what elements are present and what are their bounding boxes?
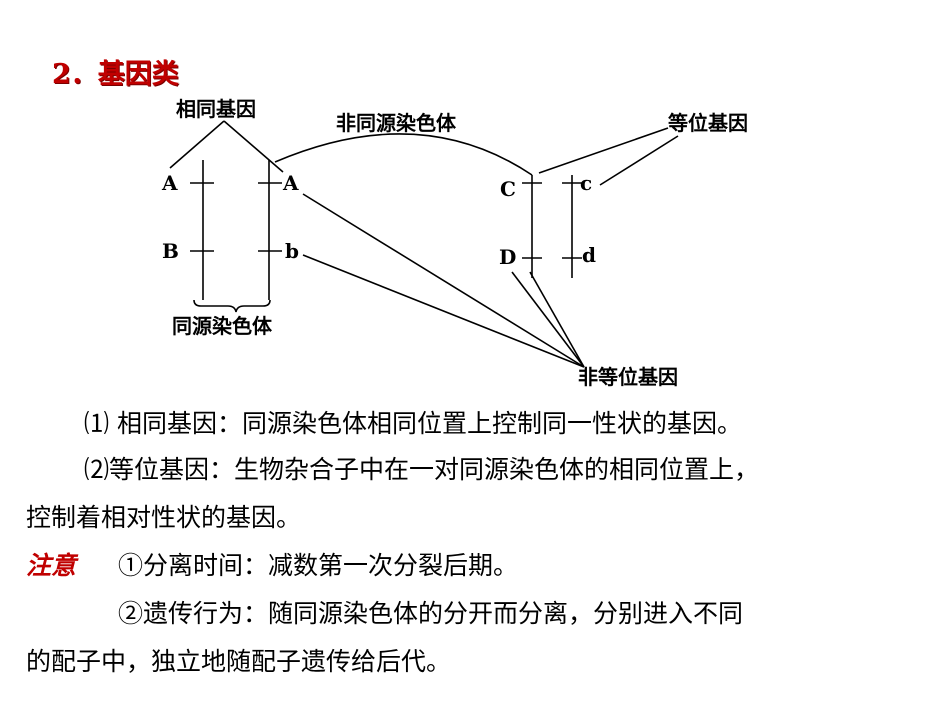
text-same-genes: ⑴ 相同基因：同源染色体相同位置上控制同一性状的基因。 (84, 409, 742, 438)
label-alleles: 等位基因 (668, 111, 748, 135)
pointer-allele-C (538, 127, 669, 174)
gene-c-right: c (580, 171, 592, 195)
text-alleles-line1: ⑵等位基因：生物杂合子中在一对同源染色体的相同位置上， (84, 455, 760, 484)
brace-homologous (193, 299, 271, 313)
label-nonalleles: 非等位基因 (578, 365, 678, 389)
gene-d-right: d (582, 243, 596, 267)
label-nonhomologous: 非同源染色体 (336, 111, 457, 135)
gene-B-left: B (162, 239, 179, 263)
pointer-nonallele-D (511, 271, 585, 368)
arc-nonhomologous (274, 133, 533, 176)
paragraph-alleles-line1: ⑵等位基因：生物杂合子中在一对同源染色体的相同位置上， (26, 446, 759, 494)
gene-b-right: b (285, 239, 299, 263)
gene-A-right: A (282, 171, 299, 195)
label-same-genes: 相同基因 (176, 97, 256, 121)
note-line-3: 的配子中，独立地随配子遗传给后代。 (26, 638, 451, 686)
note-label: 注意 (26, 551, 77, 580)
note-genetic-behavior-line1: ②遗传行为：随同源染色体的分开而分离，分别进入不同 (118, 599, 744, 628)
text-alleles-line2: 控制着相对性状的基因。 (26, 503, 302, 532)
note-separation-time: ①分离时间：减数第一次分裂后期。 (118, 551, 519, 580)
paragraph-alleles-line2: 控制着相对性状的基因。 (26, 494, 301, 542)
pointer-nonallele-d (529, 271, 585, 368)
note-line-1: 注意 ①分离时间：减数第一次分裂后期。 (26, 542, 518, 590)
gene-diagram: A A B b C c D d 相同基因 非同源染色体 等位基因 同源染色体 非… (161, 97, 748, 389)
note-line-2: ②遗传行为：随同源染色体的分开而分离，分别进入不同 (26, 590, 743, 638)
pointer-allele-c (599, 135, 679, 186)
pointer-same-left (169, 120, 225, 169)
note-genetic-behavior-line2: 的配子中，独立地随配子遗传给后代。 (26, 647, 452, 676)
pointer-nonallele-A (302, 193, 585, 368)
section-title: 2．基因类 (52, 59, 179, 90)
gene-D-left: D (499, 245, 516, 269)
pointer-same-right (223, 120, 284, 173)
paragraph-same-genes: ⑴ 相同基因：同源染色体相同位置上控制同一性状的基因。 (26, 400, 742, 448)
gene-C-left: C (500, 177, 516, 201)
label-homologous: 同源染色体 (172, 314, 273, 338)
gene-A-left: A (161, 171, 178, 195)
pointer-nonallele-b (302, 254, 585, 368)
